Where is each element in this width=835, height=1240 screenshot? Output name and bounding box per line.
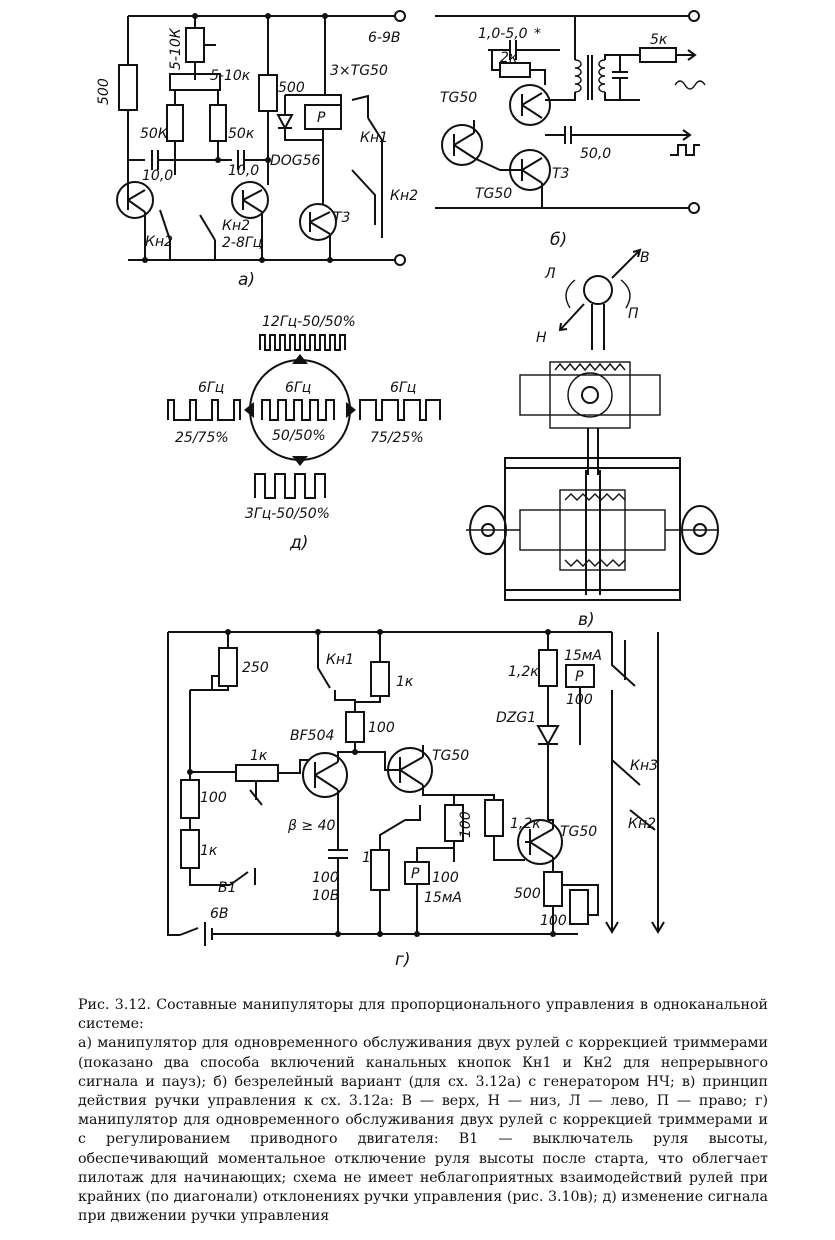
- a-r500b: 500: [278, 80, 305, 96]
- g-r1-2k-mid: 1,2к: [510, 816, 541, 832]
- v-dir-up: В: [640, 250, 650, 266]
- d-center-bottom: 50/50%: [272, 428, 326, 444]
- a-r50k-right: 50к: [228, 126, 255, 142]
- caption-title: Рис. 3.12. Составные манипуляторы для пр…: [78, 997, 768, 1033]
- a-t3: Т3: [333, 210, 350, 226]
- g-r100-br: 100: [540, 913, 567, 929]
- panel-g-label: г): [395, 950, 411, 970]
- panel-v-mechanism: [466, 248, 719, 601]
- b-asterisk: *: [534, 26, 541, 42]
- g-ma15-bot: 15мА: [424, 890, 462, 906]
- figure-caption: Рис. 3.12. Составные манипуляторы для пр…: [78, 996, 768, 1226]
- a-supply: 6-9В: [368, 30, 400, 46]
- v-dir-left: Л: [544, 266, 556, 282]
- g-tg50-right: TG50: [560, 824, 597, 840]
- g-r1k-pot: 1к: [250, 748, 268, 764]
- d-center-top: 6Гц: [285, 380, 311, 396]
- a-r5-10k-top: 5-10К: [168, 27, 184, 70]
- a-diode: DOG56: [270, 153, 321, 169]
- g-bf504: BF504: [290, 728, 334, 744]
- panel-a-schematic: [116, 10, 406, 266]
- a-r5-10k: 5-10к: [210, 68, 251, 84]
- g-r100-relay: 100: [566, 692, 593, 708]
- g-r500: 500: [514, 886, 541, 902]
- g-kn3: Кн3: [630, 758, 658, 774]
- a-kn2-middle: Кн2: [222, 218, 250, 234]
- g-r100-left: 100: [200, 790, 227, 806]
- g-b1: В1: [218, 880, 237, 896]
- g-r250: 250: [242, 660, 269, 676]
- g-zener: DZG1: [496, 710, 536, 726]
- panel-b-label: б): [550, 230, 567, 250]
- b-tg50-a: TG50: [440, 90, 477, 106]
- g-r100-mid: 100: [458, 811, 474, 838]
- b-t3: Т3: [552, 166, 569, 182]
- b-c-top: 1,0-5,0: [478, 26, 528, 42]
- g-beta: β ≥ 40: [287, 818, 335, 834]
- d-right-bottom: 75/25%: [370, 430, 424, 446]
- a-r500: 500: [96, 78, 112, 105]
- a-relay: Р: [317, 110, 326, 126]
- g-tg50-mid: TG50: [432, 748, 469, 764]
- a-c10-right: 10,0: [228, 163, 259, 179]
- g-r100-top: 100: [368, 720, 395, 736]
- g-c100: 100: [312, 870, 339, 886]
- b-r5k: 5к: [650, 32, 668, 48]
- d-right-top: 6Гц: [390, 380, 416, 396]
- g-pot1: 1: [362, 850, 371, 866]
- g-kn2: Кн2: [628, 816, 656, 832]
- g-ma15-top: 15мА: [564, 648, 602, 664]
- a-transistors: 3×TG50: [330, 63, 388, 79]
- b-c50: 50,0: [580, 146, 611, 162]
- panel-d-label: д): [289, 533, 308, 553]
- a-r50k-left: 50К: [140, 126, 169, 142]
- d-left-bottom: 25/75%: [175, 430, 229, 446]
- v-dir-right: П: [628, 306, 639, 322]
- g-r1k-top: 1к: [396, 674, 414, 690]
- v-dir-down: Н: [536, 330, 547, 346]
- a-c10-left: 10,0: [142, 168, 173, 184]
- b-tg50-b: TG50: [475, 186, 512, 202]
- g-relay-p-bot: Р: [411, 866, 420, 882]
- a-kn1: Кн1: [360, 130, 388, 146]
- panel-v-label: в): [578, 610, 595, 630]
- g-c10v: 10В: [312, 888, 339, 904]
- g-r1-2k: 1,2к: [508, 664, 539, 680]
- g-r100-bot: 100: [432, 870, 459, 886]
- d-top: 12Гц-50/50%: [262, 314, 356, 330]
- d-bottom: 3Гц-50/50%: [245, 506, 330, 522]
- g-batt: 6В: [210, 906, 229, 922]
- a-freq: 2-8Гц: [222, 235, 262, 251]
- g-r1k-left: 1к: [200, 843, 218, 859]
- g-relay-p-top: Р: [575, 669, 584, 685]
- a-kn2-left: Кн2: [145, 234, 173, 250]
- g-kn1: Кн1: [326, 652, 354, 668]
- d-left-top: 6Гц: [198, 380, 224, 396]
- figure-art: 500 5-10К 5-10к 50К 50к 500 10,0 10,0 DO…: [96, 10, 719, 970]
- panel-a-label: а): [238, 270, 255, 290]
- b-r2k: 2к: [500, 50, 518, 66]
- panel-g-schematic: [167, 629, 665, 946]
- panel-b-schematic: [435, 10, 706, 214]
- caption-body: а) манипулятор для одновременного обслуж…: [78, 1035, 768, 1225]
- a-kn2-right: Кн2: [390, 188, 418, 204]
- panel-d-waveforms: [167, 334, 441, 499]
